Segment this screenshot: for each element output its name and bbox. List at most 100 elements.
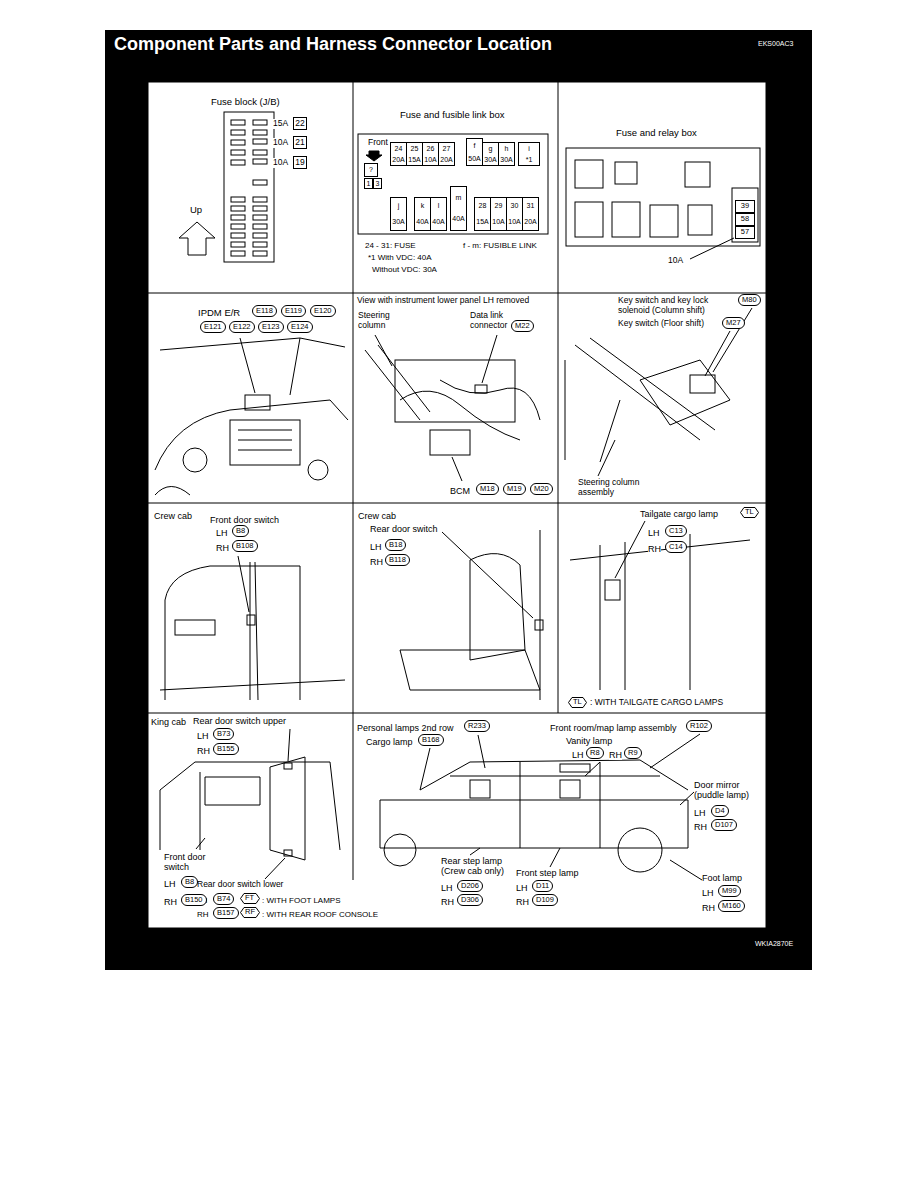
- callout-label: RH: [216, 543, 229, 553]
- connector-code: B168: [422, 736, 440, 744]
- connector-code: E122: [233, 323, 251, 331]
- connector-code: M99: [722, 887, 737, 895]
- callout-label: EKS00AC3: [758, 40, 793, 48]
- page-title: Component Parts and Harness Connector Lo…: [114, 34, 552, 55]
- connector-badge: C13: [665, 525, 687, 537]
- fuse-cell: k 40A: [414, 197, 431, 231]
- fuse-number: 30A: [392, 218, 404, 226]
- connector-code: TL: [573, 698, 582, 706]
- connector-code: M18: [480, 485, 495, 493]
- connector-code: E119: [285, 307, 302, 315]
- connector-badge: RF: [240, 907, 260, 918]
- callout-label: Cargo lamp: [366, 737, 413, 747]
- fuse-block-drawing: [179, 112, 274, 262]
- connector-code: E120: [314, 307, 332, 315]
- callout-label: Front: [368, 138, 388, 148]
- connector-badge: B150: [181, 894, 207, 906]
- callout-label: Tailgate cargo lamp: [640, 509, 718, 519]
- fuse-cell: 3010A: [506, 197, 523, 231]
- connector-badge: B155: [213, 743, 239, 755]
- dashboard-drawing: [365, 335, 540, 481]
- callout-label: Up: [190, 205, 202, 216]
- fuse-cell: 28 15A: [474, 197, 491, 231]
- connector-badge: D306: [457, 894, 483, 906]
- panel-grid: [148, 82, 766, 880]
- connector-code: B18: [389, 541, 402, 549]
- callout-label: LH: [197, 731, 209, 741]
- callout-label: Front door switch: [210, 515, 279, 525]
- connector-code: B73: [217, 730, 230, 738]
- fuse-cell: 31 20A: [522, 197, 539, 231]
- fuse-number: 15A: [476, 218, 488, 226]
- fuse-number: 15A: [408, 156, 420, 164]
- connector-badge: B73: [213, 728, 234, 740]
- callout-label: RH: [702, 903, 715, 913]
- callout-label: Steering column assembly: [578, 478, 656, 498]
- fuse-number: 28: [479, 202, 487, 210]
- connector-badge: D4: [711, 805, 729, 817]
- connector-badge: R9: [624, 747, 642, 759]
- connector-code: M19: [507, 485, 522, 493]
- callout-label: 10A: [273, 138, 288, 148]
- callout-label: Rear door switch lower: [197, 880, 283, 890]
- connector-code: B157: [217, 909, 235, 917]
- fuse-number: 30A: [484, 156, 496, 164]
- fuse-number: 31: [527, 202, 535, 210]
- connector-code: R9: [628, 749, 638, 757]
- fuse-cell: f50A: [466, 138, 483, 166]
- connector-badge: B8: [181, 876, 198, 888]
- fuse-number: 20A: [440, 156, 452, 164]
- connector-code: M27: [726, 319, 741, 327]
- fuse-cell: 21: [293, 136, 307, 149]
- callout-label: Fuse block (J/B): [211, 97, 280, 108]
- callout-label: WKIA2870E: [755, 940, 793, 948]
- connector-code: B108: [236, 542, 254, 550]
- fuse-number: l: [438, 202, 440, 210]
- callout-label: Door mirror (puddle lamp): [694, 780, 756, 801]
- fuse-number: 58: [741, 215, 749, 223]
- fuse-number: 22: [295, 119, 304, 128]
- connector-badge: R8: [586, 747, 604, 759]
- connector-badge: D206: [457, 880, 483, 892]
- fuse-number: ?: [369, 166, 373, 174]
- fuse-number: 26: [427, 145, 435, 153]
- fuse-number: k: [421, 202, 425, 210]
- connector-badge: M19: [503, 483, 526, 495]
- callout-label: RH: [197, 746, 210, 756]
- connector-code: RF: [245, 908, 255, 916]
- king-cab-drawing: [160, 729, 340, 879]
- connector-code: D306: [461, 896, 479, 904]
- callout-label: Front step lamp: [516, 868, 579, 878]
- callout-label: Foot lamp: [702, 873, 742, 883]
- fuse-cell: h30A: [498, 142, 515, 166]
- callout-label: LH: [216, 528, 228, 538]
- callout-label: *1 With VDC: 40A: [368, 253, 432, 262]
- connector-code: M22: [515, 322, 530, 330]
- connector-code: M80: [742, 296, 757, 304]
- connector-code: M160: [722, 902, 741, 910]
- fuse-number: m: [456, 194, 462, 202]
- fuse-number: 20A: [524, 218, 536, 226]
- fuse-cell: 2515A: [406, 142, 423, 166]
- connector-badge: E120: [310, 305, 336, 317]
- fuse-number: 24: [395, 145, 403, 153]
- callout-label: 10A: [668, 256, 683, 266]
- fuse-number: 30A: [500, 156, 512, 164]
- connector-code: B8: [185, 878, 194, 886]
- connector-badge: B8: [232, 525, 249, 537]
- connector-code: R233: [468, 722, 486, 730]
- connector-badge: B168: [418, 734, 444, 746]
- connector-badge: M160: [718, 900, 745, 912]
- connector-code: C14: [669, 543, 683, 551]
- callout-label: 10A: [273, 158, 288, 168]
- callout-label: Front door switch: [164, 852, 212, 873]
- fuse-number: 40A: [416, 218, 428, 226]
- callout-label: Front room/map lamp assembly: [550, 723, 677, 733]
- callout-label: View with instrument lower panel LH remo…: [357, 296, 529, 306]
- tailgate-drawing: [570, 521, 750, 690]
- connector-code: E121: [204, 323, 222, 331]
- fuse-number: 1: [367, 180, 371, 188]
- connector-code: B74: [217, 895, 230, 903]
- connector-badge: TL: [740, 507, 759, 518]
